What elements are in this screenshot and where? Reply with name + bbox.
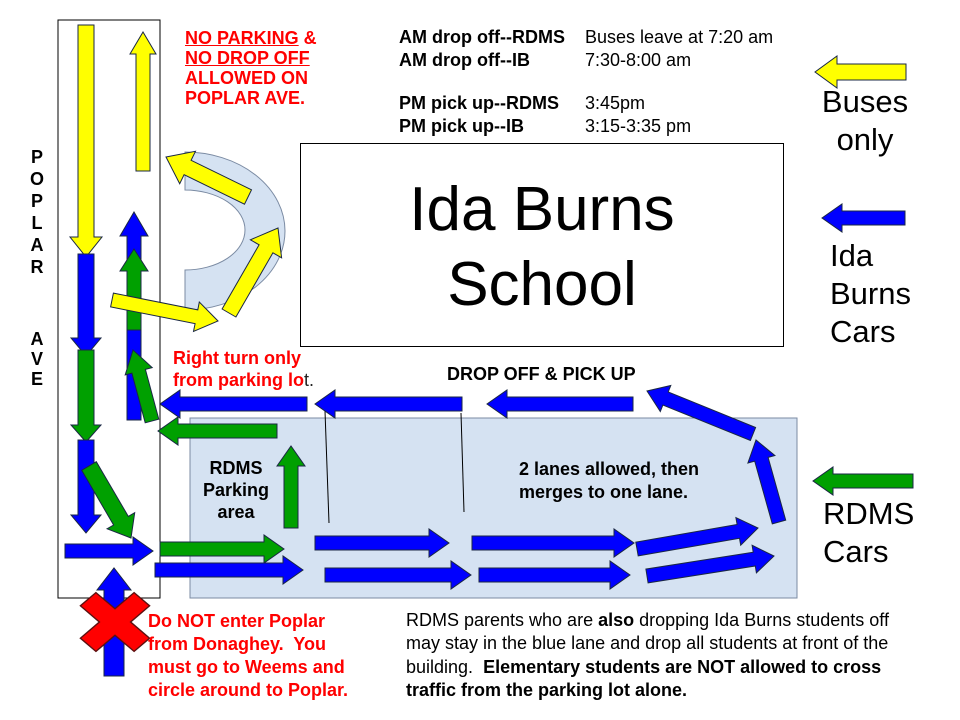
right-turn-line1: Right turn only	[173, 348, 301, 368]
schedule-row: PM pick up--IB 3:15-3:35 pm	[399, 115, 799, 138]
ida-burns-car-route-arrow	[478, 560, 631, 590]
schedule-time: 3:15-3:35 pm	[585, 116, 692, 136]
ida-burns-legend-arrow	[821, 203, 906, 233]
parking-area-label: RDMS Parking area	[188, 457, 284, 523]
donaghey-warning-line: circle around to Poplar.	[148, 680, 349, 700]
ida-burns-car-route-arrow	[314, 528, 450, 558]
ida-burns-car-route-arrow	[324, 560, 472, 590]
schedule-time: 7:30-8:00 am	[585, 50, 692, 70]
donaghey-warning-line: from Donaghey. You	[148, 634, 327, 654]
legend-text: only	[836, 122, 894, 157]
legend-text: Cars	[830, 314, 896, 349]
bus-route-arrow	[221, 227, 283, 318]
rdms-car-route-arrow	[81, 461, 136, 539]
no-parking-notice: NO PARKING & NO DROP OFF ALLOWED ON POPL…	[185, 28, 317, 108]
note-text: RDMS parents who are	[406, 610, 599, 630]
schedule-label: AM drop off--RDMS	[399, 27, 565, 47]
school-building: Ida Burns School	[300, 143, 784, 347]
ida-burns-car-route-arrow	[314, 389, 463, 419]
schedule-label: AM drop off--IB	[399, 50, 530, 70]
note-text: dropping Ida Burns students off	[634, 610, 889, 630]
no-entry-x-icon	[79, 591, 151, 653]
bus-route-arrow	[68, 24, 104, 258]
schedule-label: PM pick up--IB	[399, 116, 524, 136]
ida-burns-car-route-arrow	[486, 389, 634, 419]
road-label-poplar: POPLAR	[29, 147, 44, 277]
bus-route-arrow	[129, 31, 157, 172]
ampersand-text: &	[298, 28, 317, 48]
right-turn-notice: Right turn only from parking lot.	[173, 347, 314, 391]
rdms-legend-arrow	[812, 466, 914, 496]
allowed-on-text: ALLOWED ON	[185, 68, 308, 88]
buses-legend-arrow	[814, 55, 907, 89]
schedule-row: AM drop off--IB 7:30-8:00 am	[399, 49, 799, 72]
legend-rdms-cars: RDMS Cars	[823, 495, 923, 571]
rdms-car-route-arrow	[159, 534, 285, 564]
lanes-note-line: merges to one lane.	[519, 482, 689, 502]
right-turn-line2: from parking lo	[173, 370, 305, 390]
schedule-row: PM pick up--RDMS 3:45pm	[399, 92, 799, 115]
donaghey-warning: Do NOT enter Poplar from Donaghey. You m…	[148, 610, 348, 702]
schedule-time: Buses leave at 7:20 am	[585, 27, 774, 47]
ida-burns-car-route-arrow	[64, 536, 154, 566]
schedule-label: PM pick up--RDMS	[399, 93, 559, 113]
rdms-parents-note: RDMS parents who are also dropping Ida B…	[406, 609, 889, 702]
note-text: may stay in the blue lane and drop all s…	[406, 633, 889, 654]
no-drop-off-text: NO DROP OFF	[185, 48, 310, 68]
legend-ida-burns-cars: Ida Burns Cars	[830, 237, 930, 351]
lanes-note: 2 lanes allowed, then merges to one lane…	[519, 458, 699, 504]
legend-text: Cars	[823, 534, 889, 569]
legend-buses-only: Buses only	[815, 83, 915, 159]
legend-text: Buses	[821, 84, 909, 119]
ida-burns-car-route-arrow	[154, 555, 304, 585]
legend-text: Burns	[830, 276, 911, 311]
note-emphasis: also	[598, 610, 635, 630]
ida-burns-car-route-arrow	[747, 439, 787, 525]
rdms-car-route-arrow	[124, 349, 160, 424]
route-arrows	[64, 24, 914, 677]
legend-text: RDMS	[823, 496, 915, 531]
lane-divider-line	[324, 410, 330, 524]
lanes-note-line: 2 lanes allowed, then	[519, 459, 700, 479]
lane-divider-line	[460, 412, 465, 513]
school-name-line1: Ida Burns	[409, 175, 675, 244]
rdms-car-route-arrow	[157, 416, 278, 446]
ida-burns-car-route-arrow	[69, 253, 103, 357]
bus-route-arrow	[110, 292, 219, 333]
ida-burns-car-route-arrow	[159, 389, 308, 419]
parking-label-line: area	[217, 502, 255, 522]
note-text: building.	[406, 656, 484, 677]
ida-burns-car-route-arrow	[471, 528, 635, 558]
note-emphasis: Elementary students are NOT allowed to c…	[483, 656, 882, 677]
donaghey-warning-line: Do NOT enter Poplar	[148, 611, 326, 631]
ida-burns-car-route-arrow	[645, 544, 775, 584]
school-name-line2: School	[447, 250, 637, 319]
ida-burns-car-route-arrow	[635, 516, 759, 557]
donaghey-warning-line: must go to Weems and	[148, 657, 345, 677]
road-label-ave: AVE	[30, 329, 44, 389]
note-emphasis: traffic from the parking lot alone.	[406, 679, 688, 700]
ida-burns-car-route-arrow	[646, 384, 757, 442]
no-parking-text: NO PARKING	[185, 28, 299, 48]
rdms-car-route-arrow	[69, 349, 103, 443]
bus-route-arrow	[165, 150, 253, 205]
schedule-row: AM drop off--RDMS Buses leave at 7:20 am	[399, 26, 799, 49]
schedule-time: 3:45pm	[585, 93, 646, 113]
parking-label-line: Parking	[202, 480, 270, 500]
drop-off-pick-up-label: DROP OFF & PICK UP	[447, 364, 636, 384]
rdms-car-route-arrow	[276, 445, 306, 529]
legend-text: Ida	[830, 238, 874, 273]
poplar-ave-text: POPLAR AVE.	[185, 88, 306, 108]
parking-label-line: RDMS	[209, 458, 263, 478]
schedule-table: AM drop off--RDMS Buses leave at 7:20 am…	[399, 26, 799, 138]
right-turn-line2-tail: t.	[304, 370, 315, 390]
